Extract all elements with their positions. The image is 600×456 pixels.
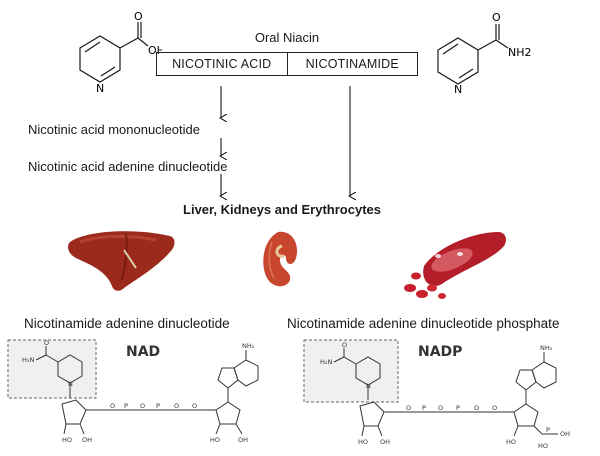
svg-text:O: O <box>44 339 49 347</box>
svg-text:O: O <box>492 404 497 412</box>
svg-text:OH: OH <box>82 436 92 444</box>
diagram-title: Oral Niacin <box>254 30 320 45</box>
svg-text:O: O <box>438 404 443 412</box>
svg-text:HO: HO <box>538 442 548 450</box>
svg-text:O: O <box>474 404 479 412</box>
nad-label: NAD <box>126 344 160 360</box>
kidney-illustration <box>263 231 298 287</box>
step-mononucleotide: Nicotinic acid mononucleotide <box>28 122 200 137</box>
svg-text:HO: HO <box>506 438 516 446</box>
svg-text:P: P <box>546 426 550 434</box>
svg-text:O: O <box>134 10 143 23</box>
svg-text:OH: OH <box>560 430 570 438</box>
svg-text:P: P <box>456 404 460 412</box>
svg-text:HO: HO <box>62 436 72 444</box>
svg-text:O: O <box>110 402 115 410</box>
svg-text:HO: HO <box>358 438 368 446</box>
svg-text:N: N <box>366 382 371 390</box>
svg-text:OH: OH <box>380 438 390 446</box>
form-nicotinic-acid: NICOTINIC ACID <box>172 57 272 71</box>
svg-text:O: O <box>140 402 145 410</box>
svg-text:O: O <box>174 402 179 410</box>
svg-text:P: P <box>124 402 128 410</box>
step-dinucleotide: Nicotinic acid adenine dinucleotide <box>28 159 228 174</box>
svg-text:O: O <box>406 404 411 412</box>
svg-text:O: O <box>492 11 501 24</box>
svg-text:N: N <box>454 83 462 94</box>
nicotinamide-structure: O NH2 N <box>437 11 532 94</box>
svg-text:P: P <box>156 402 160 410</box>
nadp-structure: NADP H₂N O N O P O P O O HO OH HO P OH HO NH₂ <box>303 339 570 450</box>
svg-text:NH2: NH2 <box>508 46 532 59</box>
svg-text:NH₂: NH₂ <box>540 344 553 352</box>
svg-text:P: P <box>422 404 426 412</box>
svg-text:N: N <box>96 82 104 94</box>
niacin-forms-box: NICOTINIC ACID NICOTINAMIDE <box>156 52 418 76</box>
nad-structure: NAD H₂N O N O P O P O O HO OH HO OH NH₂ <box>7 339 259 444</box>
liver-illustration <box>68 231 175 291</box>
erythrocytes-illustration <box>404 232 506 299</box>
svg-text:OH: OH <box>148 44 162 57</box>
svg-text:H₂N: H₂N <box>22 356 34 364</box>
product-nadp-label: Nicotinamide adenine dinucleotide phosph… <box>287 316 560 331</box>
svg-text:H₂N: H₂N <box>320 358 332 366</box>
svg-text:N: N <box>68 380 73 388</box>
svg-text:HO: HO <box>210 436 220 444</box>
nadp-label: NADP <box>418 344 462 360</box>
nicotinic-acid-structure: O OH N <box>79 10 162 94</box>
form-nicotinamide: NICOTINAMIDE <box>286 53 418 75</box>
svg-text:O: O <box>342 341 347 349</box>
svg-text:NH₂: NH₂ <box>242 342 255 350</box>
svg-text:O: O <box>192 402 197 410</box>
svg-text:OH: OH <box>238 436 248 444</box>
product-nad-label: Nicotinamide adenine dinucleotide <box>24 316 230 331</box>
target-organs: Liver, Kidneys and Erythrocytes <box>183 202 381 217</box>
